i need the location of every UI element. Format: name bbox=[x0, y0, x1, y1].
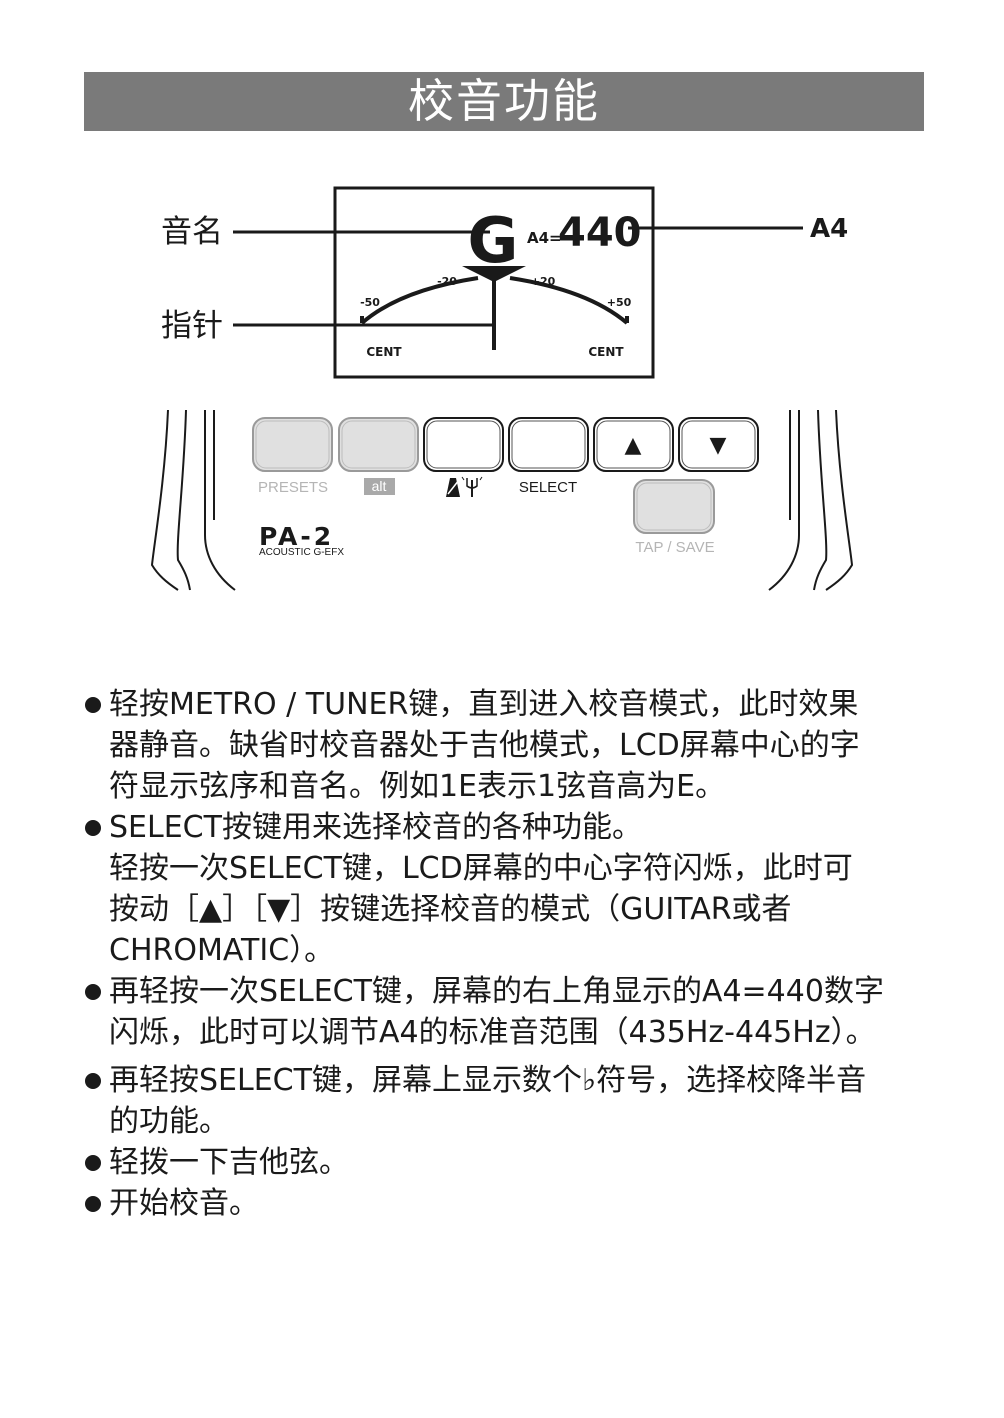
instruction-list: 轻按METRO / TUNER键，直到进入校音模式，此时效果 器静音。缺省时校音… bbox=[84, 684, 964, 1224]
callout-note-name: 音名 bbox=[161, 214, 223, 250]
pointer-triangle-icon bbox=[462, 266, 526, 282]
list-item: 再轻按一次SELECT键，屏幕的右上角显示的A4=440数字 闪烁，此时可以调节… bbox=[84, 971, 964, 1053]
cent-label-right: CENT bbox=[588, 345, 624, 359]
down-button[interactable] bbox=[678, 417, 759, 472]
presets-button[interactable] bbox=[252, 417, 333, 472]
bullet-dot-icon bbox=[85, 697, 101, 713]
bullet-dot-icon bbox=[85, 1196, 101, 1212]
metronome-tuner-icon bbox=[446, 476, 483, 497]
alt-button[interactable] bbox=[338, 417, 419, 472]
list-item: 再轻按SELECT键，屏幕上显示数个♭符号，选择校降半音 的功能。 bbox=[84, 1060, 964, 1142]
brand-model: PA-2 bbox=[259, 522, 334, 551]
list-item: 轻拨一下吉他弦。 bbox=[84, 1142, 964, 1183]
select-button[interactable] bbox=[508, 417, 589, 472]
cent-label-left: CENT bbox=[366, 345, 402, 359]
lcd-a4-value: 440 bbox=[558, 210, 642, 256]
tap-save-label: TAP / SAVE bbox=[635, 539, 714, 556]
tuner-diagram: G A4= 440 -50 -20 +20 +50 CENT CENT ▲ ▼ … bbox=[150, 186, 854, 591]
list-item: SELECT按键用来选择校音的各种功能。 轻按一次SELECT键，LCD屏幕的中… bbox=[84, 807, 964, 971]
select-label: SELECT bbox=[519, 479, 577, 496]
list-item: 开始校音。 bbox=[84, 1183, 964, 1224]
list-item: 轻按METRO / TUNER键，直到进入校音模式，此时效果 器静音。缺省时校音… bbox=[84, 684, 964, 807]
alt-badge bbox=[364, 478, 395, 495]
scale-arc-left bbox=[360, 276, 479, 325]
page-title: 校音功能 bbox=[84, 72, 924, 131]
bullet-dot-icon bbox=[85, 1155, 101, 1171]
scale-label-p50: +50 bbox=[607, 296, 632, 309]
tap-save-button[interactable] bbox=[633, 479, 715, 534]
scale-label-p20: +20 bbox=[531, 275, 556, 288]
metro-tuner-button[interactable] bbox=[423, 417, 504, 472]
scale-arc-right bbox=[509, 276, 629, 325]
brand-subtitle: ACOUSTIC G-EFX bbox=[259, 547, 344, 558]
bullet-dot-icon bbox=[85, 820, 101, 836]
up-arrow-icon: ▲ bbox=[625, 433, 642, 458]
callout-a4: A4 bbox=[810, 214, 849, 244]
down-arrow-icon: ▼ bbox=[710, 433, 727, 458]
alt-label: alt bbox=[372, 478, 387, 494]
callout-needle: 指针 bbox=[161, 308, 223, 344]
bullet-dot-icon bbox=[85, 984, 101, 1000]
scale-label-m20: -20 bbox=[437, 275, 457, 288]
up-button[interactable] bbox=[593, 417, 674, 472]
presets-label: PRESETS bbox=[258, 479, 328, 496]
lcd-note-name: G bbox=[468, 204, 519, 277]
lcd-a4-label: A4= bbox=[527, 229, 562, 247]
bullet-dot-icon bbox=[85, 1073, 101, 1089]
scale-label-m50: -50 bbox=[360, 296, 380, 309]
